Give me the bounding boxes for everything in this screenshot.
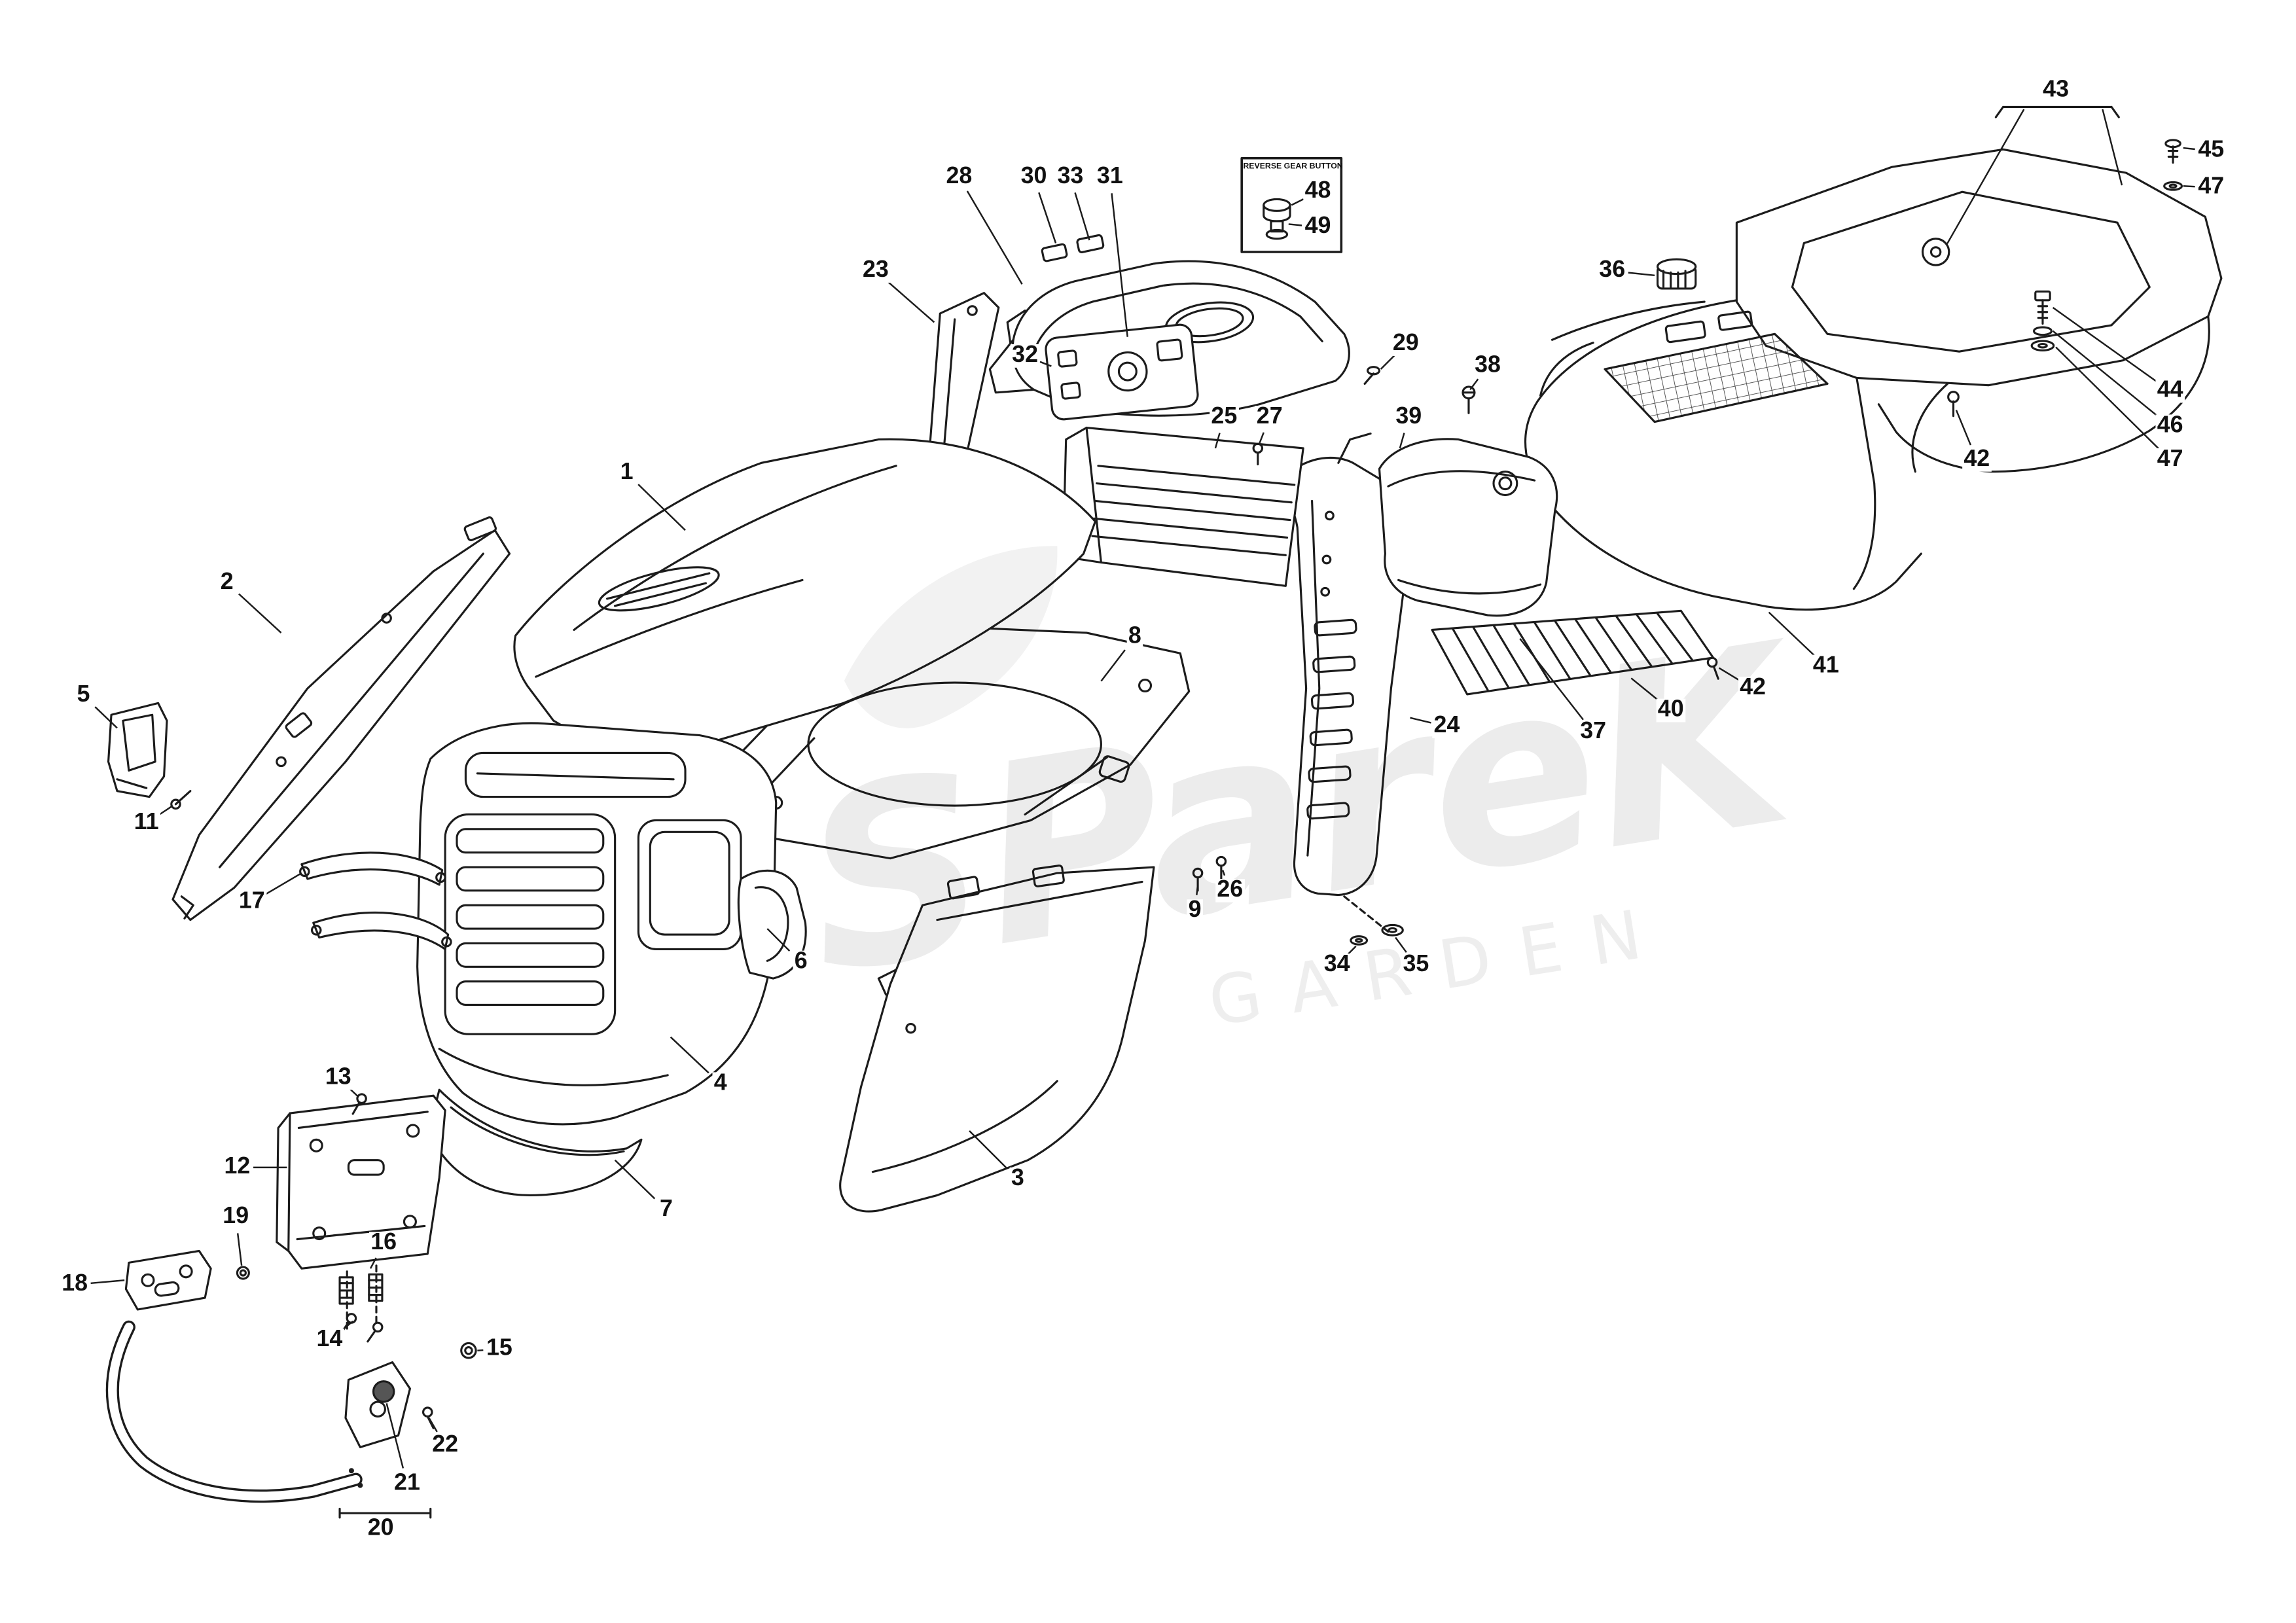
screw-38-icon <box>1462 385 1476 414</box>
inset-title: REVERSE GEAR BUTTON <box>1243 162 1343 171</box>
callout-18: 18 <box>60 1272 90 1296</box>
hitch-plate-part <box>124 1249 212 1311</box>
bolt-44-stack-icon <box>2030 290 2055 351</box>
callout-23: 23 <box>861 259 891 283</box>
callout-16: 16 <box>369 1231 399 1256</box>
small-bracket-part <box>107 702 168 798</box>
callout-7: 7 <box>658 1198 675 1222</box>
screw-11-icon <box>170 790 192 810</box>
callout-2: 2 <box>219 571 235 595</box>
callout-29: 29 <box>1391 332 1420 356</box>
callout-8: 8 <box>1126 625 1143 649</box>
screw-29-icon <box>1363 366 1381 385</box>
left-side-panel-part <box>171 516 511 921</box>
callout-36: 36 <box>1598 259 1627 283</box>
callout-37: 37 <box>1578 720 1608 745</box>
callout-9: 9 <box>1187 899 1203 923</box>
drawbar-part <box>105 1320 432 1519</box>
right-side-panel-part <box>839 865 1155 1213</box>
callout-3: 3 <box>1009 1167 1026 1191</box>
callout-27: 27 <box>1255 405 1284 429</box>
callout-24: 24 <box>1432 714 1462 739</box>
callout-11: 11 <box>132 811 160 835</box>
callout-39: 39 <box>1394 405 1424 429</box>
trim-strips-part <box>299 851 452 950</box>
callout-20: 20 <box>366 1517 395 1541</box>
lower-lip-part <box>427 1088 643 1196</box>
nut-15-icon <box>460 1342 477 1359</box>
callout-47: 47 <box>2197 175 2226 200</box>
washer-34 <box>1350 935 1369 946</box>
callout-35: 35 <box>1401 953 1431 977</box>
pillar-part <box>1278 432 1413 933</box>
callout-26: 26 <box>1215 878 1245 902</box>
callout-44: 44 <box>2155 379 2185 403</box>
callout-6: 6 <box>793 950 809 974</box>
callout-46: 46 <box>2155 414 2185 438</box>
mount-bracket-part <box>276 1094 446 1331</box>
callout-28: 28 <box>944 165 974 189</box>
washer-35 <box>1381 923 1404 936</box>
callout-21: 21 <box>392 1471 422 1496</box>
callout-49: 49 <box>1303 215 1333 239</box>
callout-14: 14 <box>315 1328 344 1352</box>
callout-13: 13 <box>323 1065 353 1090</box>
watermark-leaf-icon <box>844 546 1058 728</box>
knob-21-icon <box>372 1380 395 1403</box>
callout-17: 17 <box>237 890 266 914</box>
callout-12: 12 <box>223 1155 252 1179</box>
callout-1: 1 <box>619 461 635 485</box>
washer-47-icon <box>2163 181 2183 191</box>
callout-30: 30 <box>1019 165 1049 189</box>
lower-dash-panel-part <box>1062 427 1304 587</box>
callout-34: 34 <box>1322 953 1352 977</box>
callout-40: 40 <box>1656 698 1685 722</box>
callout-33: 33 <box>1056 165 1085 189</box>
callout-19: 19 <box>221 1205 251 1229</box>
screw-42-left-icon <box>1706 656 1719 680</box>
callout-43: 43 <box>2041 79 2071 103</box>
screw-45-icon <box>2164 139 2181 164</box>
front-grille-part <box>416 722 778 1126</box>
callout-48: 48 <box>1303 179 1333 204</box>
screw-26-icon <box>1215 855 1227 880</box>
nut-19-icon <box>236 1266 250 1280</box>
callout-42: 42 <box>1738 676 1768 700</box>
callout-4: 4 <box>712 1071 728 1096</box>
spring-16-icon <box>338 1273 384 1305</box>
callout-25: 25 <box>1210 405 1239 429</box>
callout-43-bracket <box>1946 105 2123 244</box>
callout-42: 42 <box>1962 448 1992 472</box>
callout-41: 41 <box>1811 654 1840 679</box>
callout-5: 5 <box>75 683 92 708</box>
callout-31: 31 <box>1095 165 1124 189</box>
callout-22: 22 <box>430 1433 460 1458</box>
leader-lines <box>90 147 2195 1469</box>
screw-27-icon <box>1252 442 1264 466</box>
tank-part <box>1378 438 1558 617</box>
callout-47: 47 <box>2155 448 2185 472</box>
rear-body-part <box>1524 148 2223 611</box>
dash-insert-part <box>1045 323 1199 421</box>
callout-15: 15 <box>484 1336 514 1361</box>
screw-42-right-icon <box>1947 391 1960 418</box>
fuel-cap-part <box>1656 258 1697 290</box>
callout-38: 38 <box>1473 354 1503 378</box>
callout-32: 32 <box>1010 344 1040 368</box>
callout-45: 45 <box>2197 139 2226 163</box>
